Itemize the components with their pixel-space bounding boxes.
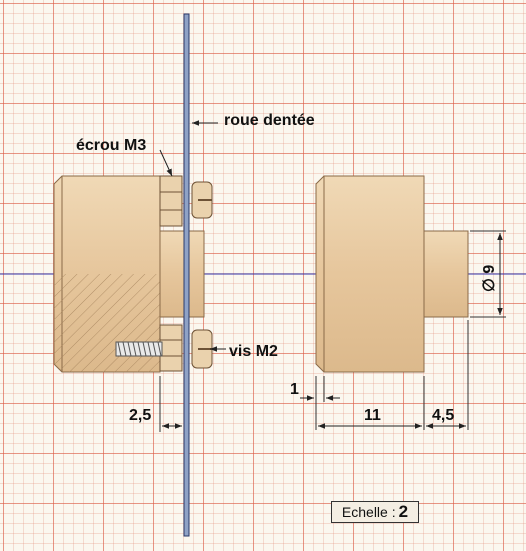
right-body	[315, 175, 425, 373]
dim-hub-label: 4,5	[432, 407, 454, 424]
left-hub	[159, 230, 205, 318]
dim-body-label: 11	[364, 407, 381, 424]
dim-diameter-label: ∅ 9	[481, 265, 498, 292]
nut-bottom	[159, 324, 183, 372]
label-gear: roue dentée	[224, 112, 315, 129]
dim-diameter	[470, 230, 506, 318]
nut-m3-top	[159, 175, 183, 227]
dim-gap	[159, 376, 182, 432]
label-nut: écrou M3	[76, 137, 146, 154]
nut-leader	[159, 149, 173, 177]
right-hub	[423, 230, 469, 318]
scale-value: 2	[398, 502, 409, 521]
dim-offset-label: 1	[290, 381, 299, 398]
left-part-section	[53, 13, 213, 537]
section-hatch	[62, 274, 160, 372]
right-part-view	[315, 175, 469, 373]
scale-label: Echelle :	[341, 504, 396, 520]
dim-lengths	[300, 320, 469, 430]
scale-badge: Echelle : 2	[331, 501, 419, 523]
screw-thread	[115, 341, 163, 357]
dim-gap-label: 2,5	[129, 407, 151, 424]
label-screw: vis M2	[229, 343, 278, 360]
gear-wheel	[183, 13, 190, 537]
